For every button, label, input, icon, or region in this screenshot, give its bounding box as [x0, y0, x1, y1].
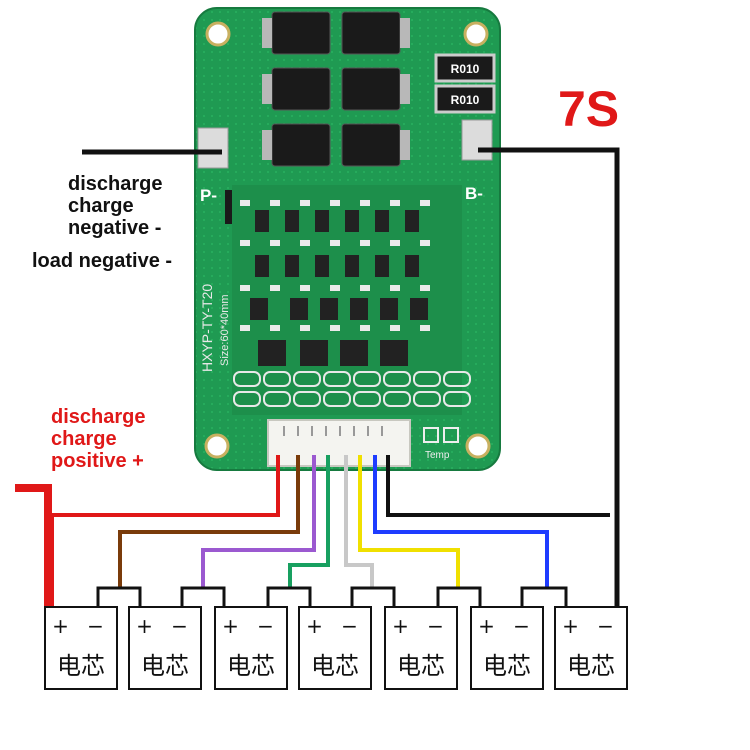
- connector-pins: [283, 426, 383, 436]
- mount-hole: [204, 433, 230, 459]
- label-line: charge: [68, 195, 134, 217]
- cell-polarity: + −: [392, 614, 450, 638]
- cell-links: [96, 586, 568, 608]
- load-negative-label: load negative -: [32, 250, 173, 272]
- resistor2-label: R010: [451, 93, 480, 107]
- size-label: Size:60*40mm: [219, 294, 231, 366]
- positive-main-wire: [15, 484, 52, 608]
- mosfet-tabs: [262, 18, 410, 160]
- p-minus-pad: [197, 127, 229, 169]
- shunt-resistor: [434, 53, 496, 83]
- battery-cell: + − 电芯: [384, 606, 458, 690]
- cell-polarity: + −: [306, 614, 364, 638]
- wire-b3: [288, 455, 330, 588]
- shunt-resistor: [434, 84, 496, 114]
- battery-cell: + − 电芯: [470, 606, 544, 690]
- battery-cell: + − 电芯: [128, 606, 202, 690]
- discharge-negative-label: discharge charge negative -: [68, 173, 162, 239]
- temp-pad: [423, 427, 439, 443]
- mount-hole: [205, 21, 231, 47]
- wire-b5: [358, 455, 460, 588]
- cell-polarity: + −: [562, 614, 620, 638]
- model-label: HXYP-TY-T20: [199, 284, 215, 372]
- label-line: charge: [51, 428, 117, 450]
- cell-polarity: + −: [136, 614, 194, 638]
- cell-polarity: + −: [222, 614, 280, 638]
- wire-b0: [50, 455, 280, 608]
- mount-hole: [465, 433, 491, 459]
- p-minus-label: P-: [200, 186, 217, 205]
- wire-b6: [373, 455, 549, 588]
- series-count-label: 7S: [558, 81, 620, 137]
- mount-hole: [463, 21, 489, 47]
- label-line: positive +: [51, 450, 144, 472]
- label-line: discharge: [51, 406, 146, 428]
- battery-cell: + − 电芯: [554, 606, 628, 690]
- wires: [15, 147, 620, 608]
- cell-label: 电芯: [567, 652, 615, 680]
- label-line: discharge: [68, 173, 163, 195]
- discharge-positive-label: discharge charge positive +: [51, 406, 145, 472]
- label-line: negative -: [68, 217, 162, 239]
- b-minus-pad: [461, 119, 493, 161]
- cell-label: 电芯: [141, 652, 189, 680]
- cell-polarity: + −: [478, 614, 536, 638]
- wire-b2: [201, 455, 316, 588]
- battery-cell: + − 电芯: [214, 606, 288, 690]
- battery-cell: + − 电芯: [44, 606, 118, 690]
- cell-label: 电芯: [397, 652, 445, 680]
- temp-pad: [443, 427, 459, 443]
- temp-label: Temp: [425, 450, 450, 461]
- wire-b7: [386, 455, 610, 517]
- cell-label: 电芯: [227, 652, 275, 680]
- wire-b1: [118, 455, 300, 588]
- battery-cell: + − 电芯: [298, 606, 372, 690]
- wire-b4: [344, 455, 374, 588]
- resistor1-label: R010: [451, 62, 480, 76]
- cell-label: 电芯: [57, 652, 105, 680]
- cell-polarity: + −: [52, 614, 110, 638]
- cell-label: 电芯: [311, 652, 359, 680]
- b-minus-wire: [478, 147, 620, 608]
- balance-components: [232, 185, 471, 415]
- b-minus-label: B-: [465, 184, 483, 203]
- cell-label: 电芯: [483, 652, 531, 680]
